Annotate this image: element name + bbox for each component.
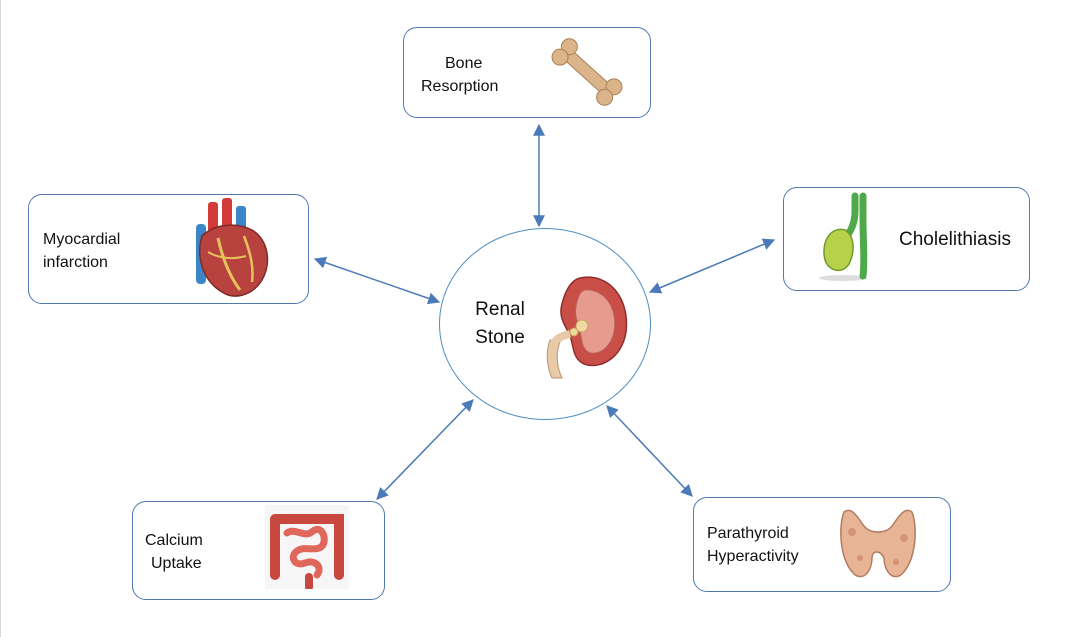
kidney-icon xyxy=(546,276,628,379)
label-parathyroid-line2: Hyperactivity xyxy=(707,548,799,565)
label-calcium-line1: Calcium xyxy=(145,532,203,549)
center-label: Renal Stone xyxy=(470,296,530,352)
bone-icon xyxy=(551,38,623,106)
gallbladder-icon xyxy=(819,192,868,281)
left-divider xyxy=(0,0,1,637)
label-parathyroid-hyperactivity: Parathyroid Hyperactivity xyxy=(707,522,799,568)
label-myocardial-line1: Myocardial xyxy=(43,231,121,248)
label-calcium-line2: Uptake xyxy=(151,555,202,572)
node-cholelithiasis xyxy=(783,187,1030,291)
thyroid-icon xyxy=(840,509,916,578)
label-cholelithiasis-line1: Cholelithiasis xyxy=(899,229,1011,250)
arrow-myocardial xyxy=(313,256,441,305)
center-label-line1: Renal xyxy=(475,299,525,320)
arrow-cholelithiasis xyxy=(648,238,776,294)
center-label-line2: Stone xyxy=(475,327,525,348)
label-parathyroid-line1: Parathyroid xyxy=(707,525,789,542)
label-bone-line2: Resorption xyxy=(421,78,499,95)
label-bone-resorption: Bone Resorption xyxy=(421,52,498,98)
label-cholelithiasis: Cholelithiasis xyxy=(899,228,1011,252)
arrow-calcium xyxy=(376,399,474,500)
label-bone-line1: Bone xyxy=(445,55,483,72)
label-myocardial-infarction: Myocardial infarction xyxy=(43,228,120,274)
intestine-icon xyxy=(265,505,349,589)
label-myocardial-line2: infarction xyxy=(43,254,108,271)
arrow-parathyroid xyxy=(606,405,693,497)
heart-icon xyxy=(196,198,269,297)
label-calcium-uptake: Calcium Uptake xyxy=(145,529,203,575)
